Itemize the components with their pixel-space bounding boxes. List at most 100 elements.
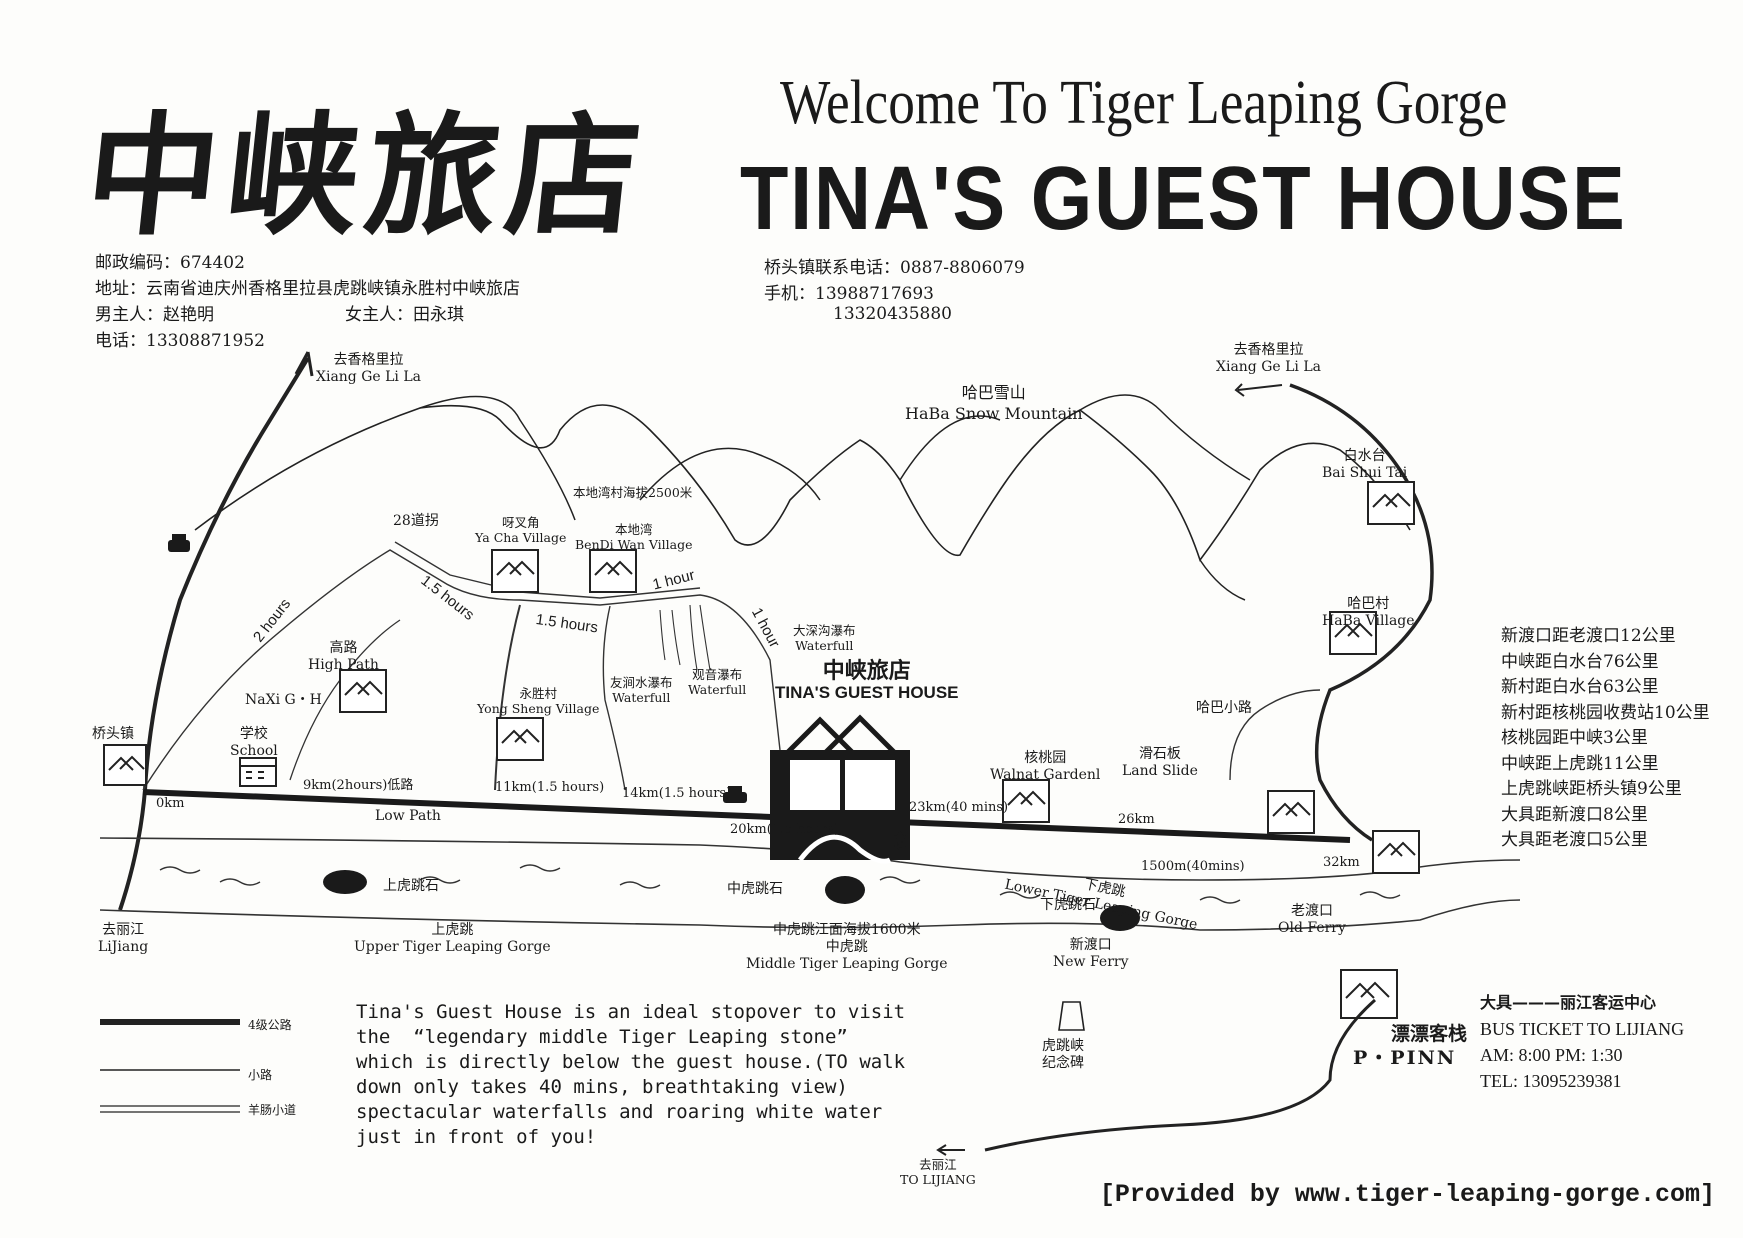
legend-highway: 4级公路 xyxy=(248,1018,292,1032)
label-qiaotou: 桥头镇 xyxy=(92,726,134,742)
label-naxi: NaXi G・H xyxy=(245,692,322,708)
highway-right xyxy=(1289,383,1434,842)
guest-house-title: TINA'S GUEST HOUSE xyxy=(740,149,1627,249)
upper-stone xyxy=(323,870,367,894)
tinas-guest-house-icon xyxy=(770,714,910,864)
dist-14km: 14km(1.5 hours) xyxy=(622,786,732,801)
bus-ticket: BUS TICKET TO LIJIANG xyxy=(1480,1019,1685,1039)
description: Tina's Guest House is an ideal stopover … xyxy=(356,1001,906,1148)
route-row: 核桃园距中峡3公里 xyxy=(1501,728,1648,748)
dist-26km: 26km xyxy=(1118,812,1155,827)
haba-road-curve xyxy=(1229,689,1321,781)
dist-0km: 0km xyxy=(156,796,185,811)
monument-icon xyxy=(1058,1001,1085,1031)
provided-by[interactable]: [Provided by www.tiger-leaping-gorge.com… xyxy=(1099,1180,1715,1209)
phone: 电话：13308871952 xyxy=(95,331,265,351)
bus-title: 大具———丽江客运中心 xyxy=(1480,993,1657,1012)
label-haba-road: 哈巴小路 xyxy=(1196,700,1252,716)
highway-to-shangri-la xyxy=(118,356,310,911)
school-icon xyxy=(239,757,277,787)
dist-11km: 11km(1.5 hours) xyxy=(495,780,605,795)
label-upper-stone: 上虎跳石 xyxy=(383,878,439,894)
route-row: 新渡口距老渡口12公里 xyxy=(1501,626,1676,646)
route-row: 中峡距白水台76公里 xyxy=(1501,651,1659,672)
label-lower-stone: 下虎跳石 xyxy=(1040,897,1096,913)
bus-tel: TEL: 13095239381 xyxy=(1480,1071,1622,1091)
mountain-peak-4 xyxy=(1079,394,1251,481)
town-phone: 桥头镇联系电话：0887-8806079 xyxy=(764,258,1025,278)
middle-stone xyxy=(825,876,865,904)
route-row: 上虎跳峡距桥头镇9公里 xyxy=(1501,779,1682,799)
dist-9km: 9km(2hours)低路 xyxy=(303,778,414,793)
label-monument: 虎跳峡 纪念碑 xyxy=(1042,1038,1084,1071)
route-row: 新村距核桃园收费站10公里 xyxy=(1501,702,1710,723)
welcome-title: Welcome To Tiger Leaping Gorge xyxy=(780,69,1508,137)
route-row: 大具距新渡口8公里 xyxy=(1501,804,1648,825)
river-lower-bank xyxy=(99,899,1521,931)
bus-info: 大具———丽江客运中心 BUS TICKET TO LIJIANG AM: 8:… xyxy=(1480,990,1684,1094)
dist-20km: 20km(1.5 hours) xyxy=(730,822,840,837)
male-host: 男主人：赵艳明 xyxy=(95,305,214,325)
road-to-lijiang xyxy=(984,998,1376,1152)
arrow-left-bottom xyxy=(936,1144,965,1156)
yongsheng-path xyxy=(494,604,521,791)
route-row: 新村距白水台63公里 xyxy=(1501,677,1659,697)
trail-to-lowpath xyxy=(602,605,626,791)
chinese-title: 中峡旅店 xyxy=(78,99,655,254)
mountain-ridge xyxy=(194,404,1411,562)
waterfalls xyxy=(659,604,711,671)
legend-trail: 羊肠小道 xyxy=(248,1103,297,1117)
female-host: 女主人：田永琪 xyxy=(345,305,464,325)
label-low-path: Low Path xyxy=(375,808,441,824)
route-row: 大具距老渡口5公里 xyxy=(1501,830,1648,850)
bus-times: AM: 8:00 PM: 1:30 xyxy=(1480,1045,1623,1065)
route-row: 中峡距上虎跳11公里 xyxy=(1501,753,1659,774)
label-middle-stone: 中虎跳石 xyxy=(727,881,783,897)
mountain-peak-1 xyxy=(419,395,576,521)
dist-32km: 32km xyxy=(1323,855,1360,870)
dist-23km: 23km(40 mins) xyxy=(909,800,1009,815)
arrow-up xyxy=(294,351,314,377)
mountain-right-slope xyxy=(1199,559,1246,601)
legend-path: 小路 xyxy=(248,1068,273,1082)
mobile-1: 手机：13988717693 xyxy=(764,284,934,304)
label-tianti: 天梯 xyxy=(893,823,907,852)
arrow-left xyxy=(1234,383,1283,397)
label-bendiwan-alt: 本地湾村海拔2500米 xyxy=(573,485,693,500)
car-icon xyxy=(723,786,747,803)
postcode: 邮政编码：674402 xyxy=(95,253,245,273)
river-waves xyxy=(159,864,1401,904)
car-icon xyxy=(168,534,190,552)
main-road xyxy=(142,789,1351,843)
village-houses xyxy=(103,481,1420,1019)
high-path-trail xyxy=(142,549,781,791)
mountain-peak-2 xyxy=(639,447,821,501)
dist-1500m: 1500m(40mins) xyxy=(1141,859,1245,874)
route-distances: 新渡口距老渡口12公里 中峡距白水台76公里 新村距白水台63公里 新村距核桃园… xyxy=(1501,624,1710,854)
mobile-2: 13320435880 xyxy=(833,304,952,324)
label-28-bends: 28道拐 xyxy=(393,513,439,529)
